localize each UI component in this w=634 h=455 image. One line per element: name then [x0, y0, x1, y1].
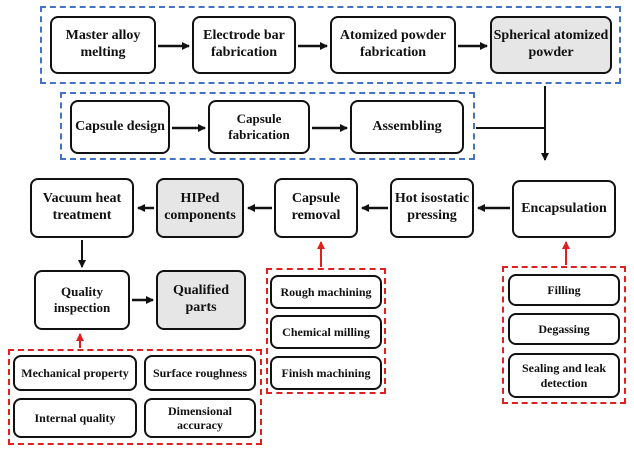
surface-roughness-box: Surface roughness — [144, 355, 256, 391]
surface-roughness-label: Surface roughness — [152, 365, 248, 380]
encapsulation-label: Encapsulation — [521, 200, 607, 216]
internal-quality-box: Internal quality — [13, 398, 137, 438]
sealing-leak-detection-box: Sealing and leak detection — [508, 353, 620, 398]
filling-box: Filling — [508, 274, 620, 306]
qualified-parts-box: Qualified parts — [156, 270, 246, 330]
master-alloy-melting-label: Master alloy melting — [65, 28, 141, 60]
capsule-removal-label: Capsule removal — [291, 191, 341, 223]
spherical-atomized-powder-label: Spherical atomized powder — [493, 28, 609, 60]
capsule-design-box: Capsule design — [70, 100, 170, 154]
rough-machining-box: Rough machining — [270, 275, 382, 309]
capsule-removal-steps-group — [266, 268, 386, 394]
hiped-components-label: HIPed components — [164, 191, 236, 223]
spherical-atomized-powder-box: Spherical atomized powder — [490, 16, 612, 74]
atomized-powder-fabrication-box: Atomized powder fabrication — [330, 16, 456, 74]
degassing-box: Degassing — [508, 313, 620, 345]
chemical-milling-box: Chemical milling — [270, 315, 382, 349]
vacuum-heat-treatment-label: Vacuum heat treatment — [42, 191, 122, 223]
sealing-leak-detection-label: Sealing and leak detection — [521, 361, 607, 390]
dimensional-accuracy-box: Dimensional accuracy — [144, 398, 256, 438]
hot-isostatic-pressing-box: Hot isostatic pressing — [390, 178, 474, 238]
encapsulation-box: Encapsulation — [512, 180, 616, 238]
quality-inspection-label: Quality inspection — [53, 284, 111, 315]
hot-isostatic-pressing-label: Hot isostatic pressing — [394, 191, 470, 223]
master-alloy-melting-box: Master alloy melting — [50, 16, 156, 74]
finish-machining-box: Finish machining — [270, 356, 382, 390]
rough-machining-label: Rough machining — [280, 284, 372, 299]
atomized-powder-fabrication-label: Atomized powder fabrication — [339, 28, 447, 60]
capsule-fabrication-box: Capsule fabrication — [208, 100, 310, 154]
encapsulation-steps-group — [502, 266, 626, 404]
mechanical-property-label: Mechanical property — [21, 365, 129, 380]
quality-inspection-box: Quality inspection — [34, 270, 130, 330]
filling-label: Filling — [547, 282, 581, 297]
qualified-parts-label: Qualified parts — [172, 283, 229, 315]
electrode-bar-fabrication-label: Electrode bar fabrication — [203, 28, 285, 60]
dimensional-accuracy-label: Dimensional accuracy — [167, 403, 232, 432]
mechanical-property-box: Mechanical property — [13, 355, 137, 391]
electrode-bar-fabrication-box: Electrode bar fabrication — [192, 16, 296, 74]
assembling-label: Assembling — [372, 118, 442, 134]
powder-preparation-group — [40, 6, 621, 84]
assembling-box: Assembling — [350, 100, 464, 154]
capsule-fabrication-label: Capsule fabrication — [228, 111, 290, 142]
vacuum-heat-treatment-box: Vacuum heat treatment — [30, 178, 134, 238]
hiped-components-box: HIPed components — [156, 178, 244, 238]
degassing-label: Degassing — [538, 321, 590, 336]
inspection-items-group — [8, 349, 262, 445]
finish-machining-label: Finish machining — [281, 365, 371, 380]
capsule-removal-box: Capsule removal — [274, 178, 358, 238]
chemical-milling-label: Chemical milling — [282, 324, 370, 339]
internal-quality-label: Internal quality — [34, 410, 116, 425]
capsule-preparation-group — [60, 92, 475, 160]
capsule-design-label: Capsule design — [75, 118, 165, 134]
